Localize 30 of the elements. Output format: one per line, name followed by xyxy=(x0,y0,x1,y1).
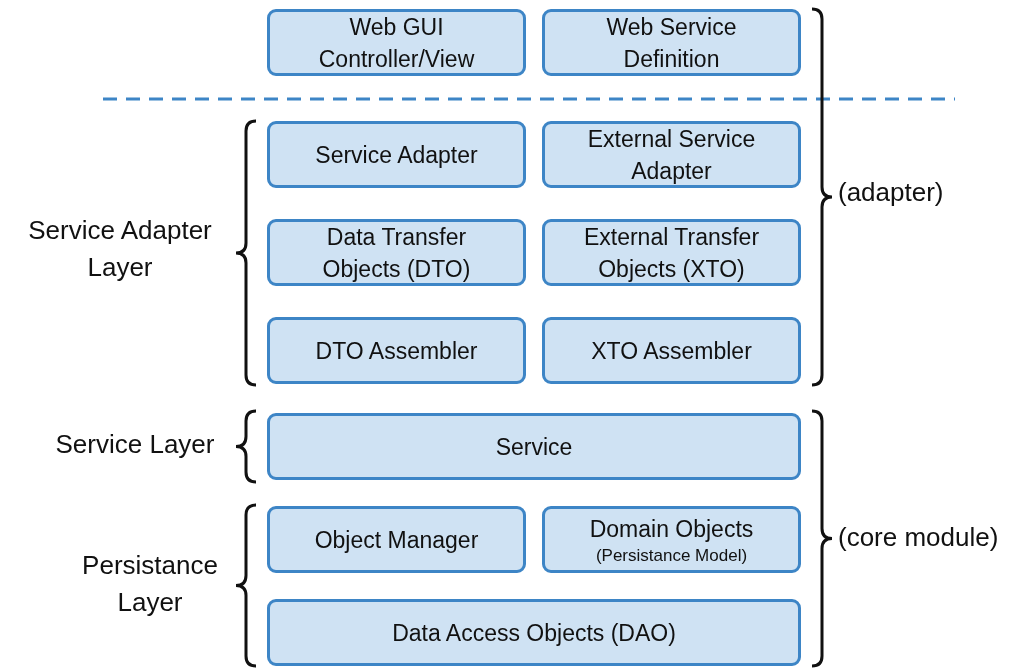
component-box xyxy=(267,599,801,666)
module-label: (core module) xyxy=(838,521,1000,554)
layer-label: Service Adapter Layer xyxy=(27,214,213,284)
component-box xyxy=(267,9,526,76)
component-box xyxy=(267,413,801,480)
layer-label: Service Layer xyxy=(54,428,216,461)
component-box xyxy=(267,219,526,286)
component-box xyxy=(542,219,801,286)
component-box xyxy=(542,317,801,384)
component-box xyxy=(267,506,526,573)
component-name: Service Adapter xyxy=(315,140,478,170)
component-name: Service xyxy=(495,432,573,462)
component-box xyxy=(542,506,801,573)
module-label: (adapter) xyxy=(838,176,945,209)
component-box xyxy=(267,121,526,188)
layer-label: Persistance Layer xyxy=(81,549,219,619)
component-subtitle: (Persistance Model) xyxy=(595,544,748,567)
component-box xyxy=(267,317,526,384)
component-name: DTO Assembler xyxy=(315,336,478,366)
component-box xyxy=(542,121,801,188)
component-box xyxy=(542,9,801,76)
component-name: Web GUI Controller/View xyxy=(317,12,476,74)
component-name: Web Service Definition xyxy=(605,12,738,74)
component-name: External Transfer Objects (XTO) xyxy=(582,222,761,284)
component-name: Data Access Objects (DAO) xyxy=(392,618,676,648)
component-name: Domain Objects xyxy=(589,514,754,544)
component-name: External Service Adapter xyxy=(586,124,757,186)
component-name: Data Transfer Objects (DTO) xyxy=(321,222,472,284)
component-name: Object Manager xyxy=(314,525,479,555)
component-name: XTO Assembler xyxy=(591,336,752,366)
